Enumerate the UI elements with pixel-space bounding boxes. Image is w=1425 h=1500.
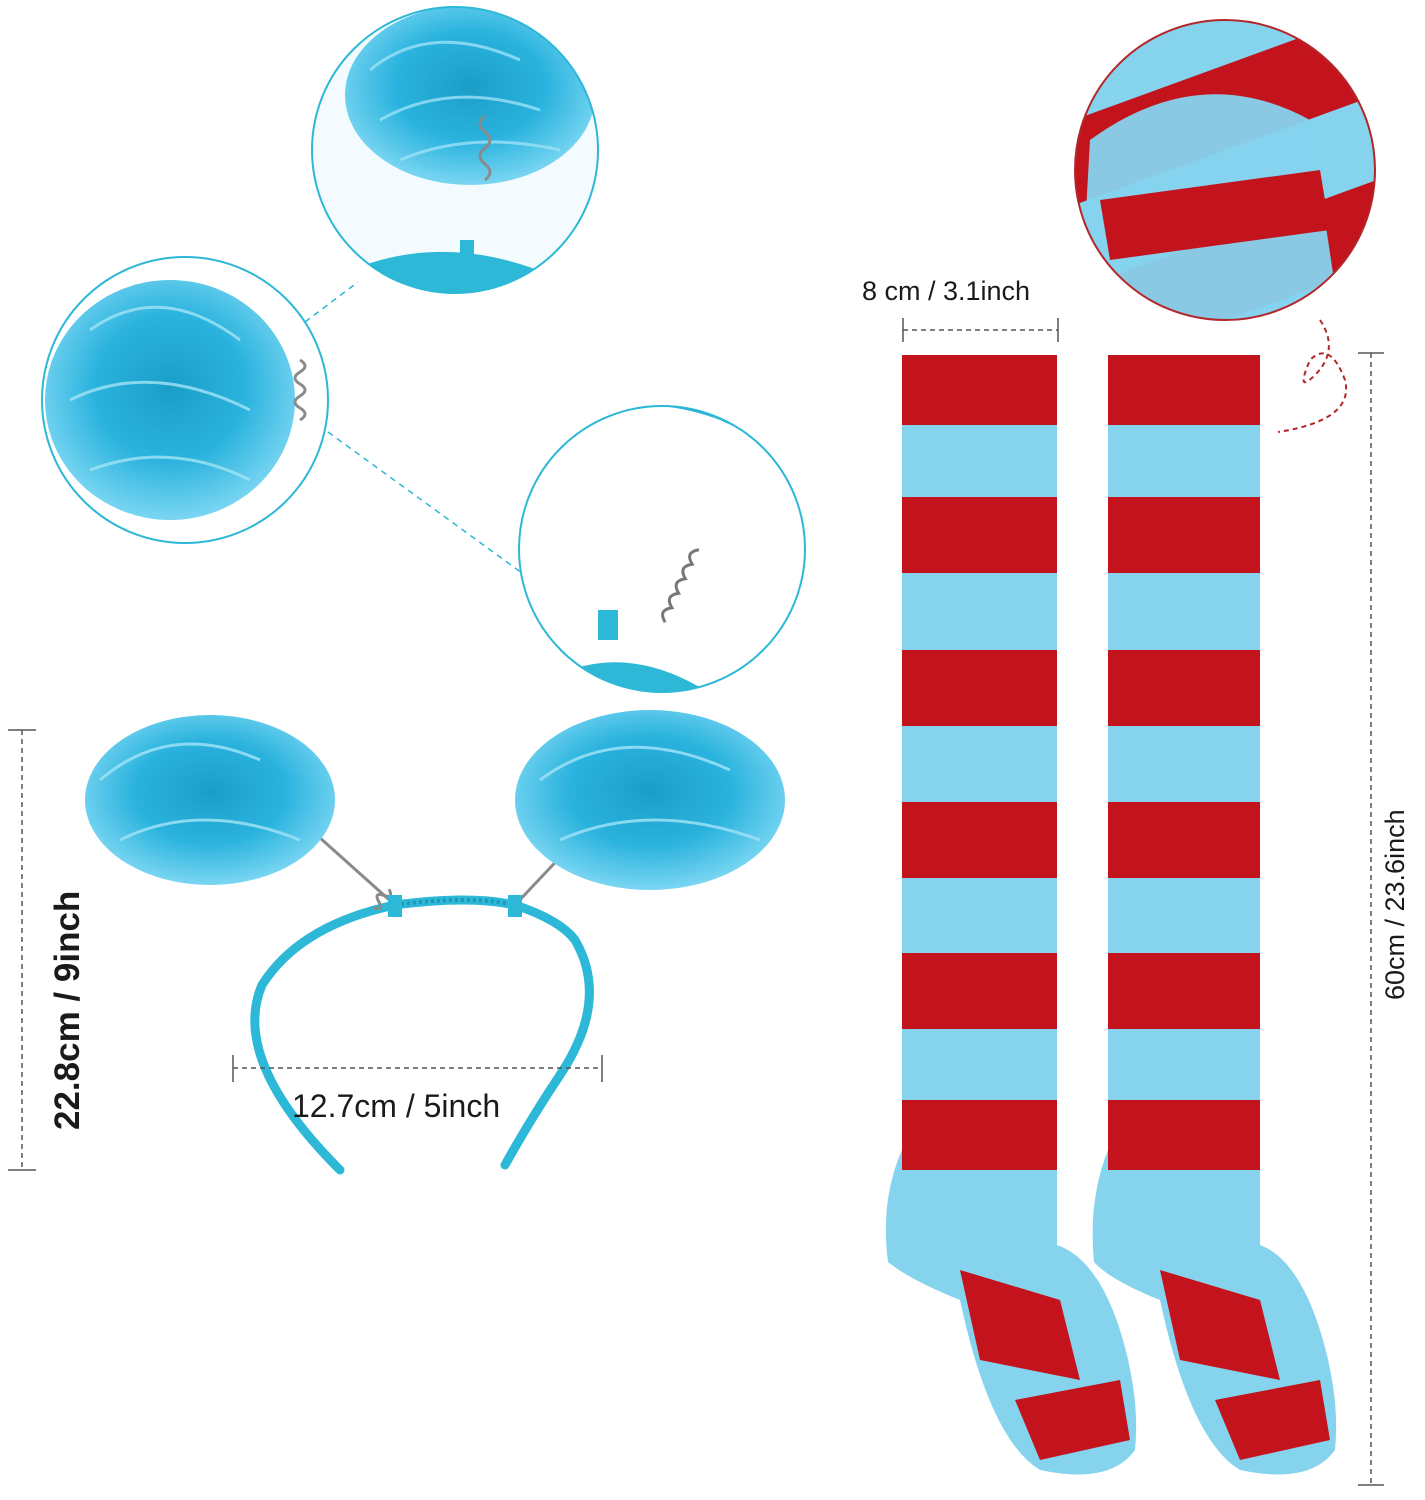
sock-height-label: 60cm / 23.6inch [1380,809,1410,1000]
headband-height-label: 22.8cm / 9inch [48,890,87,1130]
headband-product [85,710,785,1175]
sock-detail-connector [1277,319,1348,433]
hair-bun-detail [41,256,329,544]
headband-dimension-lines [8,729,603,1171]
headband-width-label: 12.7cm / 5inch [292,1088,501,1124]
sock-cuff-detail [1074,19,1376,321]
striped-sock-pair [885,355,1337,1475]
sock-width-label: 8 cm / 3.1inch [862,276,1031,306]
spring-detail [518,405,806,693]
detail-connectors [304,281,523,574]
sock-right [1092,355,1337,1475]
sock-dimension-lines [902,318,1384,1486]
hair-bun-detail [311,6,599,294]
sock-left [885,355,1137,1475]
